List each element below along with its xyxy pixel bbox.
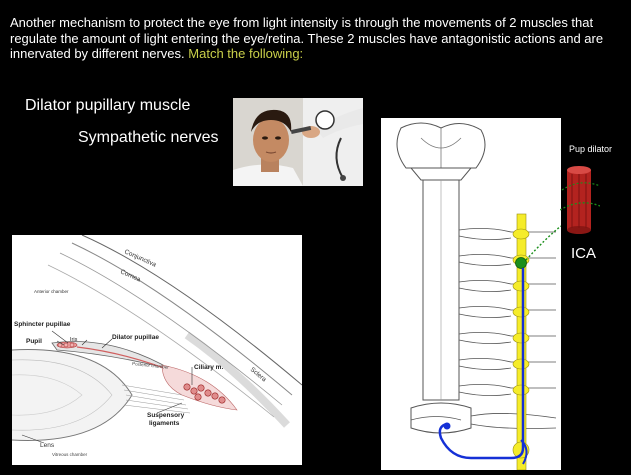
label-pupil: Pupil (26, 338, 42, 345)
intro-main: Another mechanism to protect the eye fro… (10, 15, 604, 61)
sympathetic-pathway-illustration (396, 122, 562, 471)
label-ica: ICA (571, 245, 597, 262)
label-cornea: Cornea (119, 268, 142, 283)
label-lens: Lens (40, 442, 55, 449)
term-sympathetic-nerves: Sympathetic nerves (78, 129, 219, 146)
label-posterior-chamber: Posterior chamber (132, 361, 170, 370)
muscle-cylinder-illustration (559, 166, 601, 234)
label-suspensory: Suspensory (147, 412, 185, 419)
label-ligaments: ligaments (149, 420, 180, 427)
label-dilator-pupillae: Dilator pupillae (112, 334, 159, 341)
term-dilator-pupillary-muscle: Dilator pupillary muscle (25, 97, 191, 114)
label-anterior-chamber: Anterior chamber (34, 289, 69, 294)
sympathetic-pathway-diagram (381, 118, 562, 471)
label-sclera: Sclera (249, 366, 268, 383)
intro-text: Another mechanism to protect the eye fro… (10, 15, 622, 62)
eye-anatomy-illustration: Conjunctiva Cornea Anterior chamber Sphi… (11, 234, 303, 457)
label-ciliary-m: Ciliary m. (194, 364, 223, 371)
eye-exam-illustration (233, 98, 363, 186)
label-vitreous-chamber: Vitreous chamber (52, 452, 88, 457)
label-pup-dilator: Pup dilator (569, 144, 613, 154)
intro-highlight: Match the following: (188, 46, 304, 61)
label-iris: Iris (70, 337, 78, 343)
pupil-dilator-muscle-cylinder (559, 160, 601, 240)
label-sphincter-pupillae: Sphincter pupillae (14, 321, 71, 328)
eye-exam-photo (233, 98, 363, 186)
eye-anatomy-diagram: Conjunctiva Cornea Anterior chamber Sphi… (11, 234, 303, 465)
